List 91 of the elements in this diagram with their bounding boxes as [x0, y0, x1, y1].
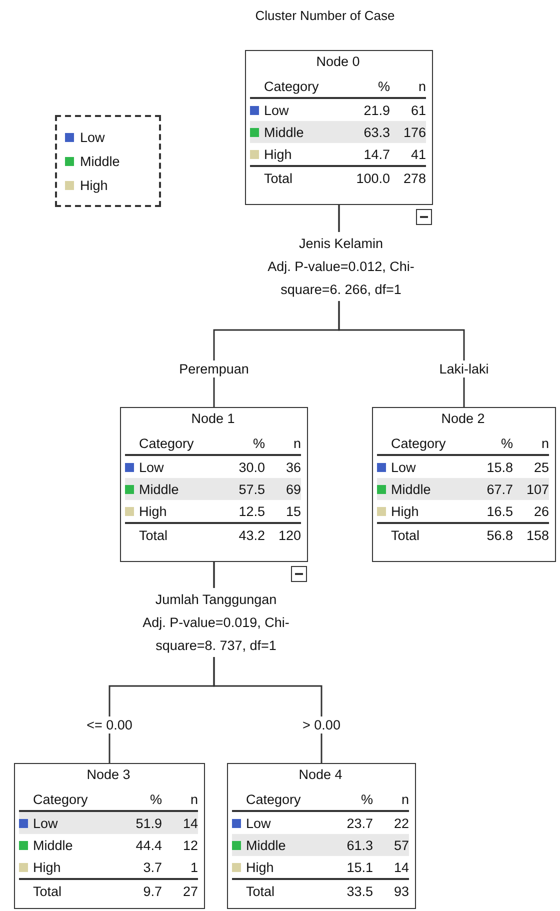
node-title: Node 0 [315, 54, 361, 69]
percent-value: 23.7 [346, 816, 373, 830]
percent-value: 21.9 [362, 102, 390, 118]
category-label: Low [391, 460, 417, 474]
total-label: Total [246, 884, 276, 898]
percent-value: 56.8 [486, 528, 513, 542]
percent-value: 15.1 [346, 860, 373, 874]
column-header: % [252, 436, 265, 450]
category-label: Middle [139, 482, 180, 496]
node-title: Node 4 [298, 767, 344, 782]
count-value: 25 [532, 460, 549, 474]
category-label: Low [246, 816, 272, 830]
count-value: 15 [284, 504, 301, 518]
column-header: n [417, 78, 426, 94]
legend-label: Low [80, 130, 105, 144]
percent-value: 33.5 [346, 884, 373, 898]
count-value: 22 [392, 816, 409, 830]
count-value: 158 [525, 528, 549, 542]
category-label: High [264, 146, 293, 162]
count-value: 93 [392, 884, 409, 898]
percent-value: 67.7 [486, 482, 513, 496]
count-value: 176 [402, 124, 426, 140]
count-value: 12 [182, 838, 198, 852]
node-box [372, 407, 556, 562]
count-value: 107 [525, 482, 549, 496]
split-label: Jenis Kelamin [298, 235, 384, 253]
column-header: Category [33, 792, 89, 806]
percent-value: 3.7 [142, 860, 162, 874]
column-header: n [292, 436, 301, 450]
diagram-title: Cluster Number of Case [254, 8, 396, 23]
percent-value: 63.3 [362, 124, 390, 140]
count-value: 69 [284, 482, 301, 496]
count-value: 14 [392, 860, 409, 874]
category-label: High [391, 504, 420, 518]
split-label: Adj. P-value=0.019, Chi-square=8. 737, df=1 [142, 614, 290, 655]
percent-value: 14.7 [362, 146, 390, 162]
category-label: Middle [264, 124, 305, 140]
category-label: Middle [33, 838, 74, 852]
column-header: Category [139, 436, 195, 450]
count-value: 41 [410, 146, 426, 162]
node-box [14, 763, 205, 909]
category-label: Middle [391, 482, 432, 496]
column-header: n [400, 792, 409, 806]
percent-value: 51.9 [134, 816, 162, 830]
total-label: Total [139, 528, 169, 542]
column-header: Category [264, 78, 320, 94]
split-label: Adj. P-value=0.012, Chi-square=6. 266, df=1 [266, 258, 416, 299]
column-header: Category [246, 792, 302, 806]
category-label: High [246, 860, 275, 874]
column-header: Category [391, 436, 447, 450]
split-label: Jumlah Tanggungan [154, 591, 278, 609]
count-value: 27 [182, 884, 198, 898]
category-label: Low [139, 460, 165, 474]
node-box [227, 763, 416, 909]
category-label: Low [264, 102, 290, 118]
count-value: 57 [392, 838, 409, 852]
count-value: 36 [284, 460, 301, 474]
percent-value: 100.0 [355, 170, 390, 186]
percent-value: 15.8 [486, 460, 513, 474]
total-label: Total [33, 884, 63, 898]
count-value: 1 [189, 860, 198, 874]
legend-label: Middle [80, 154, 120, 168]
column-header: n [189, 792, 198, 806]
percent-value: 12.5 [238, 504, 265, 518]
total-label: Total [264, 170, 294, 186]
column-header: n [540, 436, 549, 450]
count-value: 61 [410, 102, 426, 118]
count-value: 14 [182, 816, 198, 830]
category-label: Low [33, 816, 59, 830]
column-header: % [148, 792, 162, 806]
category-label: Middle [246, 838, 287, 852]
legend-label: High [80, 178, 108, 192]
percent-value: 57.5 [238, 482, 265, 496]
count-value: 26 [532, 504, 549, 518]
percent-value: 44.4 [134, 838, 162, 852]
column-header: % [500, 436, 513, 450]
node-title: Node 2 [440, 411, 486, 426]
percent-value: 30.0 [238, 460, 265, 474]
total-label: Total [391, 528, 421, 542]
column-header: % [360, 792, 373, 806]
count-value: 120 [277, 528, 301, 542]
category-label: High [33, 860, 62, 874]
node-title: Node 1 [190, 411, 236, 426]
percent-value: 9.7 [142, 884, 162, 898]
count-value: 278 [402, 170, 426, 186]
percent-value: 61.3 [346, 838, 373, 852]
category-label: High [139, 504, 168, 518]
node-title: Node 3 [86, 767, 132, 782]
percent-value: 16.5 [486, 504, 513, 518]
column-header: % [376, 78, 390, 94]
percent-value: 43.2 [238, 528, 265, 542]
